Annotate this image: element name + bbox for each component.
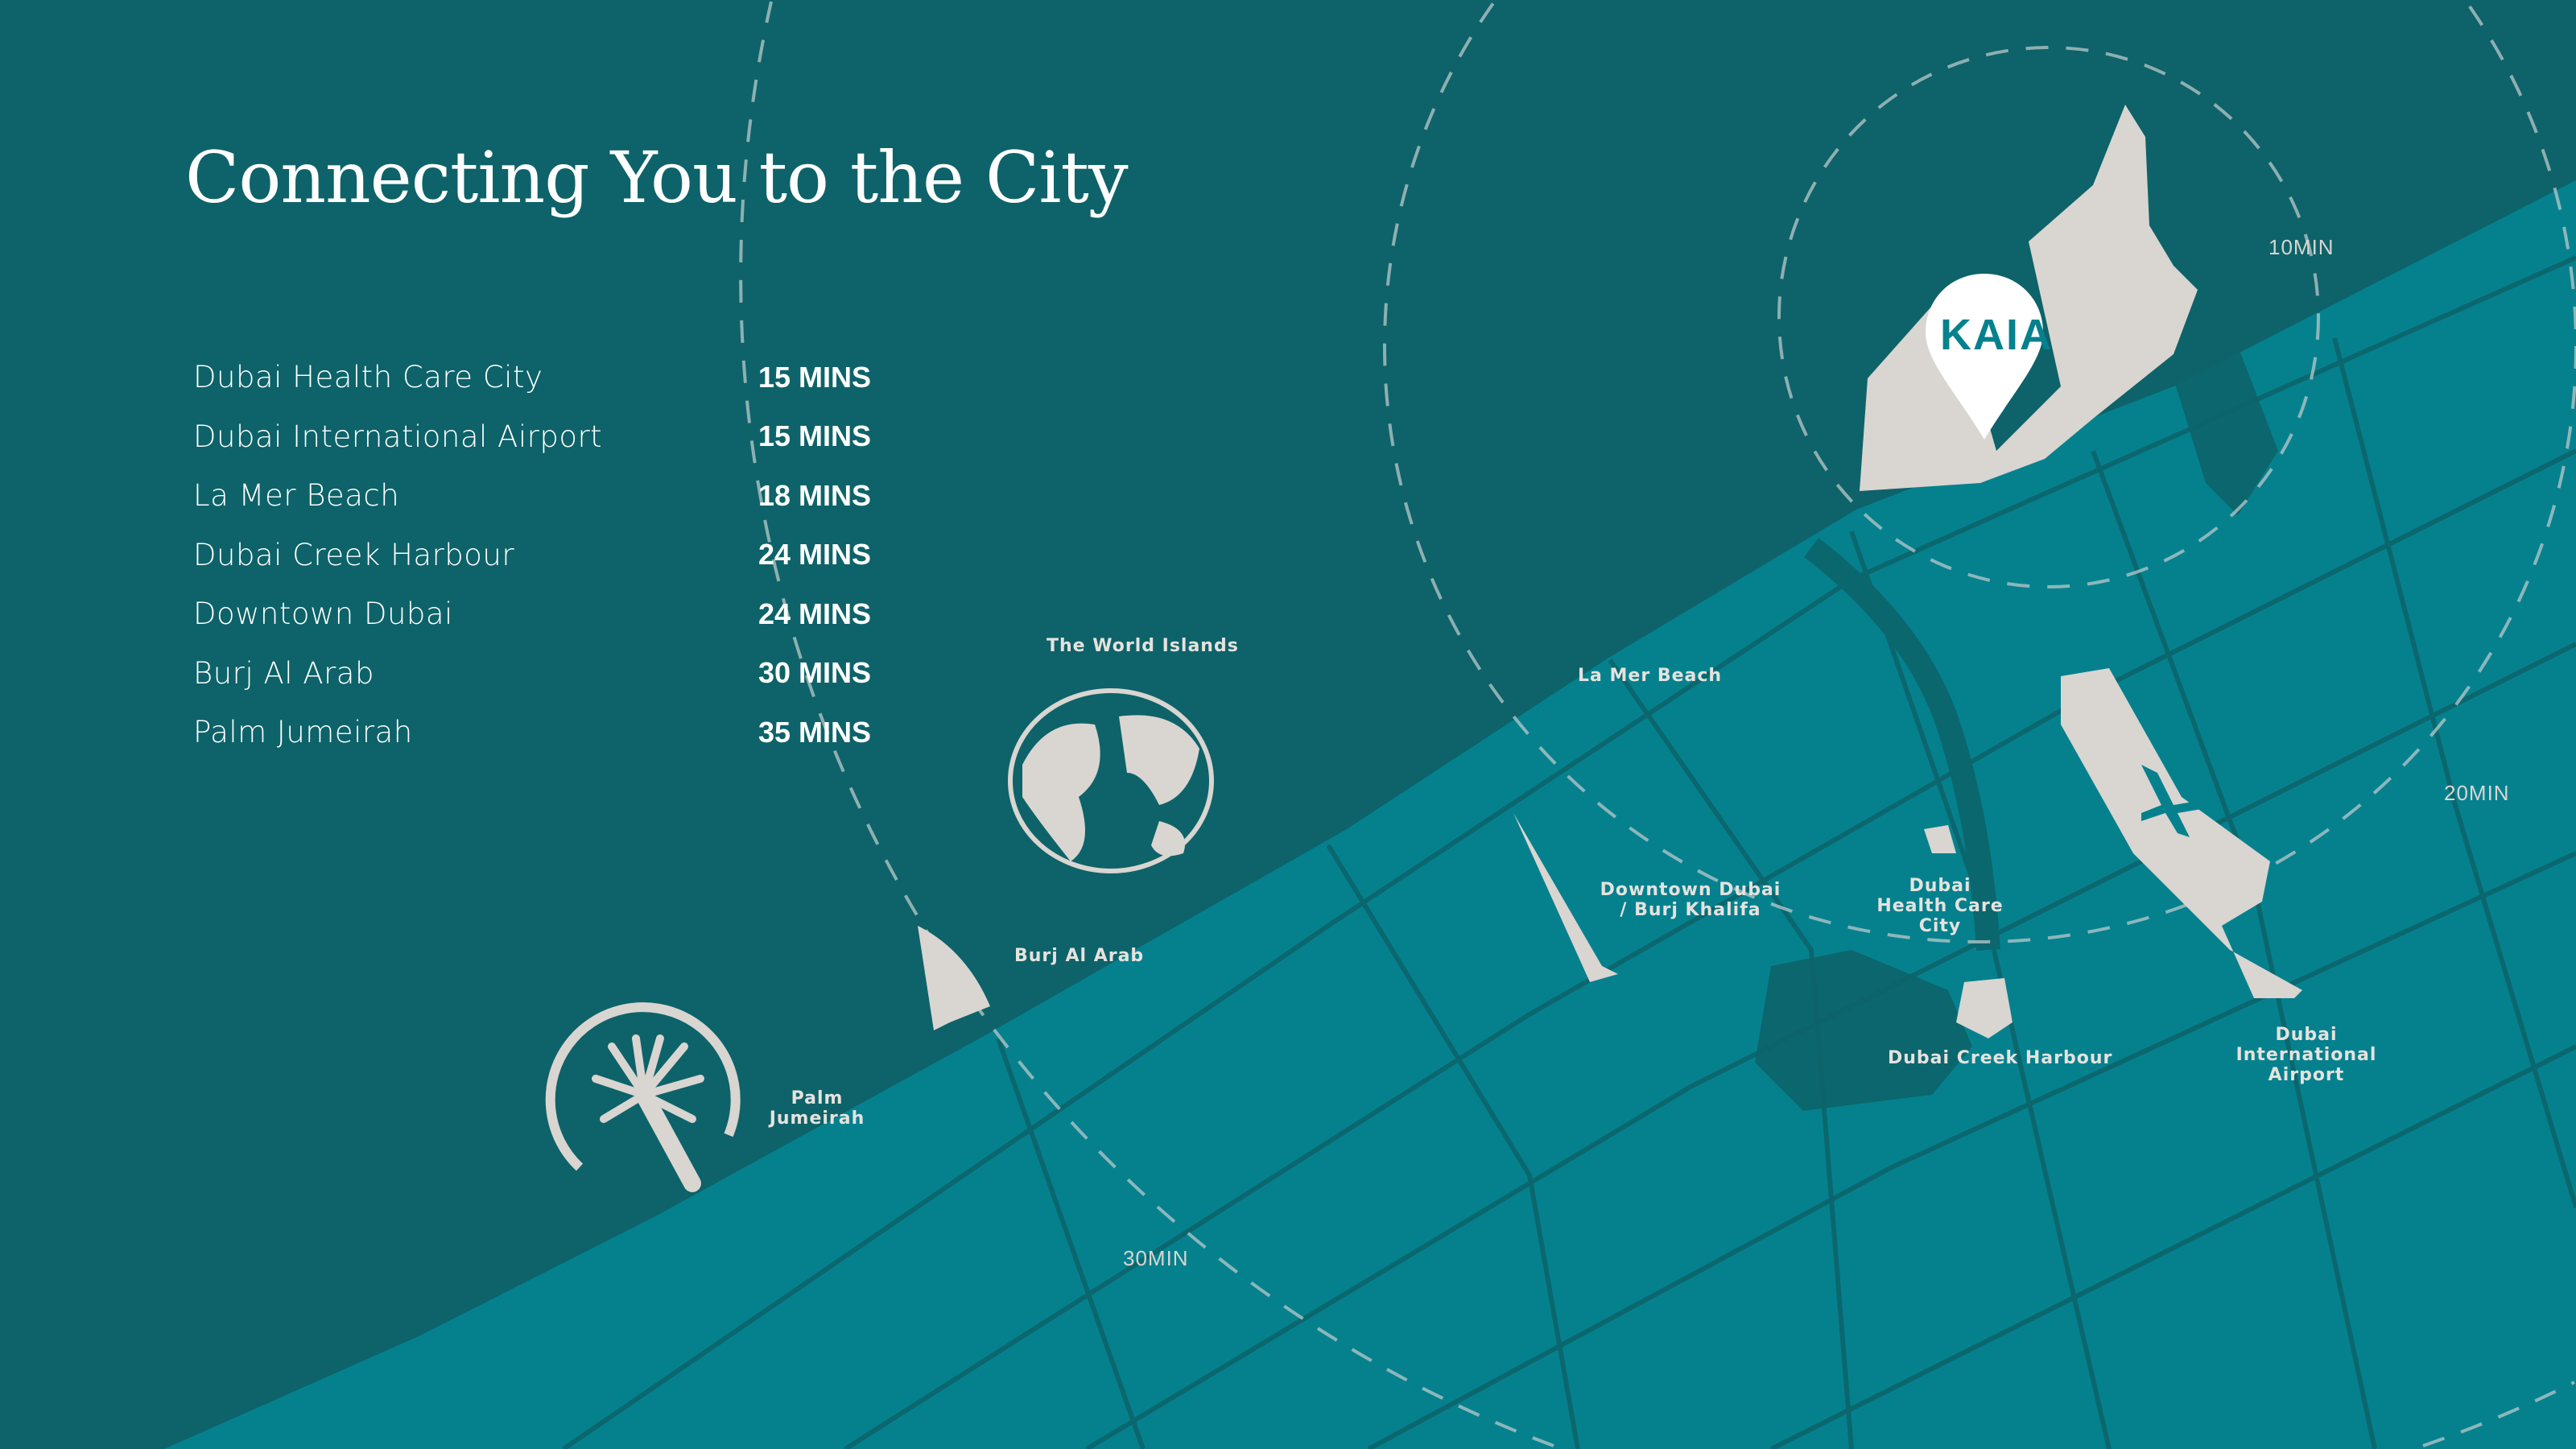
kaia-logo: KAIA: [1940, 311, 2053, 359]
destination-name: Dubai International Airport: [193, 419, 603, 454]
list-item: Dubai International Airport 15 MINS: [193, 407, 871, 467]
destination-name: Palm Jumeirah: [193, 715, 413, 750]
travel-time: 24 MINS: [758, 538, 871, 572]
label-downtown: Downtown Dubai / Burj Khalifa: [1600, 880, 1781, 920]
destination-name: La Mer Beach: [193, 478, 400, 514]
label-palm: Palm Jumeirah: [769, 1088, 865, 1129]
destination-name: Dubai Creek Harbour: [193, 537, 515, 572]
page-title: Connecting You to the City: [185, 136, 1129, 219]
burj-al-arab-icon: [918, 926, 990, 1030]
label-dhcc: Dubai Health Care City: [1876, 876, 2004, 936]
travel-time: 35 MINS: [758, 715, 871, 749]
label-burj-al-arab: Burj Al Arab: [1014, 946, 1145, 966]
coastal-water: [1610, 346, 2278, 1111]
time-rings: [739, 0, 2576, 1447]
travel-time: 18 MINS: [758, 478, 871, 512]
ring-label-20min: 20MIN: [2444, 781, 2510, 805]
destination-name: Burj Al Arab: [193, 655, 374, 691]
deira-islands-shape: [1860, 105, 2198, 491]
ring-label-30min: 30MIN: [1123, 1246, 1189, 1270]
label-world-islands: The World Islands: [1046, 636, 1239, 656]
destination-name: Dubai Health Care City: [193, 360, 543, 395]
list-item: Burj Al Arab 30 MINS: [193, 644, 871, 704]
travel-time: 15 MINS: [758, 360, 871, 394]
list-item: La Mer Beach 18 MINS: [193, 466, 871, 526]
destination-list: Dubai Health Care City 15 MINS Dubai Inte…: [193, 348, 871, 762]
list-item: Palm Jumeirah 35 MINS: [193, 703, 871, 762]
ring-30min: [739, 1, 2575, 1447]
travel-time: 24 MINS: [758, 597, 871, 630]
travel-time: 30 MINS: [758, 656, 871, 690]
label-la-mer: La Mer Beach: [1578, 666, 1723, 686]
label-airport: Dubai International Airport: [2235, 1025, 2377, 1085]
creek-harbour-shape: [1956, 978, 2013, 1038]
list-item: Dubai Health Care City 15 MINS: [193, 348, 871, 407]
ring-10min: [1777, 46, 2320, 588]
list-item: Downtown Dubai 24 MINS: [193, 584, 871, 644]
destination-name: Downtown Dubai: [193, 597, 453, 632]
label-creek-harbour: Dubai Creek Harbour: [1888, 1048, 2113, 1068]
ring-label-10min: 10MIN: [2268, 235, 2334, 259]
dhcc-shape: [1924, 825, 1956, 853]
world-islands-icon: [1008, 688, 1214, 873]
list-item: Dubai Creek Harbour 24 MINS: [193, 526, 871, 585]
ring-20min: [1383, 0, 2576, 943]
palm-jumeirah-icon: [545, 1002, 741, 1192]
travel-time: 15 MINS: [758, 419, 871, 453]
airport-icon: [2061, 668, 2302, 998]
location-pin-icon: [1926, 274, 2043, 440]
